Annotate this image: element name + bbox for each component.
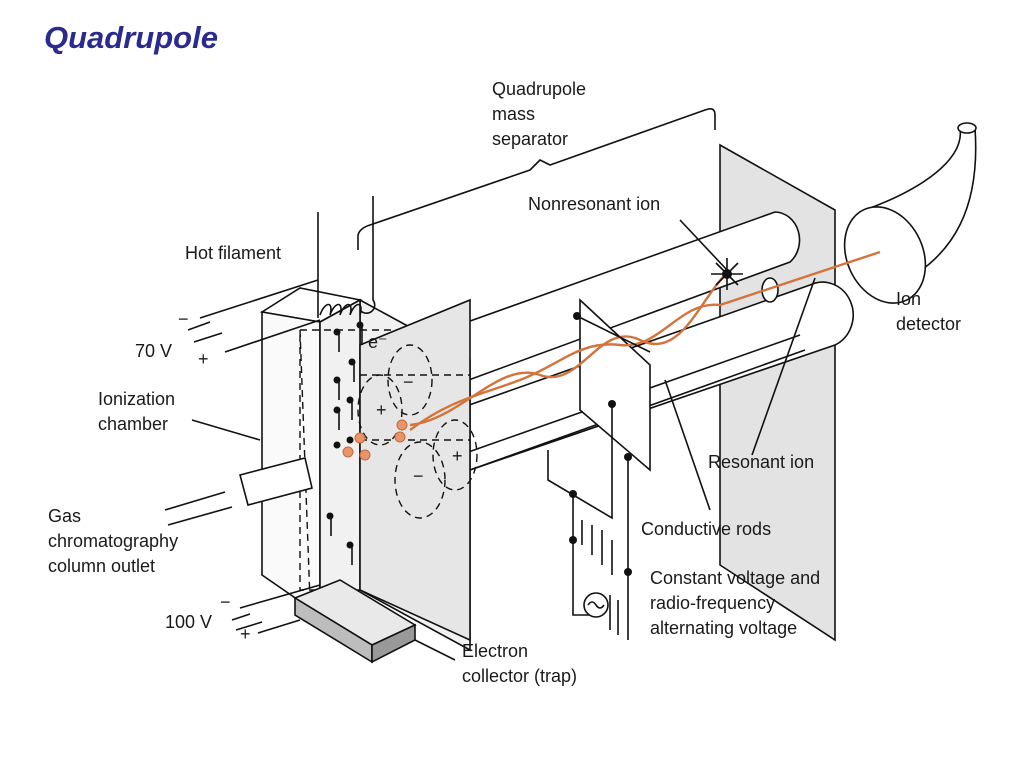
entrance-plate [359,298,471,642]
plus-sign: + [240,624,251,644]
label-quadrupole-mass-separator: Quadrupole mass separator [492,79,591,149]
rf-circuit [547,312,651,640]
minus-sign: − [178,309,189,329]
label-resonant-ion: Resonant ion [708,452,814,472]
minus-sign: − [403,372,414,392]
gc-column-tube [239,457,313,506]
label-ionization-chamber: Ionization chamber [98,389,180,434]
battery-100v-icon [231,584,321,634]
minus-sign: − [413,466,424,486]
label-gas-chromatography: Gas chromatography column outlet [48,506,183,576]
label-conductive-rods: Conductive rods [641,519,771,539]
label-electron-collector: Electron collector (trap) [462,641,577,686]
label-100v: 100 V [165,612,212,632]
ion-trajectories [409,250,881,431]
minus-sign: − [220,592,231,612]
label-voltage: Constant voltage and radio-frequency alt… [650,568,825,638]
plus-sign: + [198,349,209,369]
conductive-rods [444,211,854,472]
plus-sign: + [452,446,463,466]
ion-detector-icon [843,122,977,304]
electron-flow [326,321,364,565]
label-nonresonant-ion: Nonresonant ion [528,194,660,214]
separator-bracket [357,108,716,250]
middle-plate [579,298,651,472]
label-70v: 70 V [135,341,172,361]
slide-title: Quadrupole [44,20,218,55]
battery-70v-icon [187,279,321,353]
nonresonant-ion-burst-icon [711,258,743,290]
hot-filament-icon [317,196,376,318]
focusing-lens: − + − + [357,344,478,519]
label-hot-filament: Hot filament [185,243,281,263]
label-ion-detector: Ion detector [896,289,961,334]
plus-sign: + [376,400,387,420]
electron-label: e⁻ [368,332,388,352]
